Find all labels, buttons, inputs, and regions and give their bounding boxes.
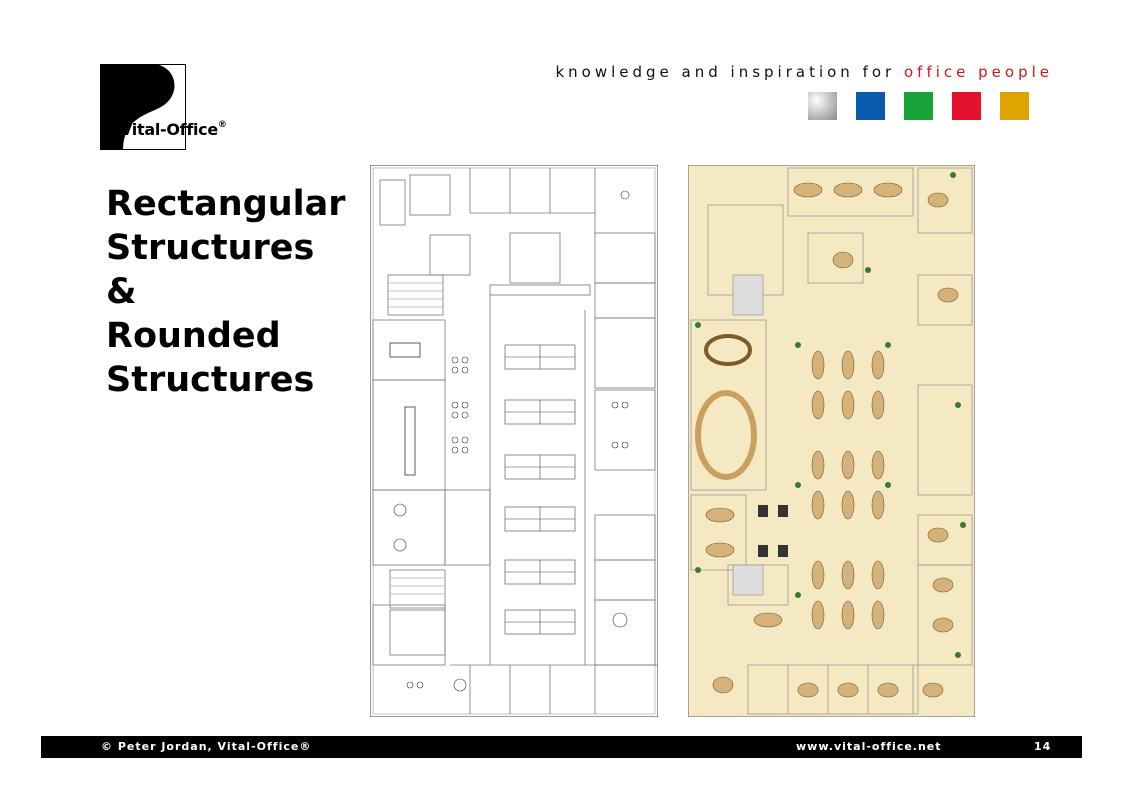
tagline: knowledge and inspiration for office peo… [555, 63, 1053, 81]
vital-office-logo [100, 64, 186, 150]
swatch-green [904, 92, 933, 120]
footer-bar: © Peter Jordan, Vital-Office® www.vital-… [41, 736, 1082, 758]
title-line-5: Structures [106, 360, 315, 400]
swatch-red [952, 92, 981, 120]
rounded-floor-plan [688, 165, 975, 717]
footer-page-number: 14 [1034, 740, 1052, 753]
footer-url[interactable]: www.vital-office.net [796, 740, 942, 753]
tagline-accent: office people [904, 63, 1053, 81]
title-line-4: Rounded [106, 316, 281, 356]
slide-title: Rectangular Structures & Rounded Structu… [106, 182, 346, 402]
footer-copyright: © Peter Jordan, Vital-Office® [101, 740, 312, 753]
swatch-silver [808, 92, 837, 120]
rectangular-floor-plan [370, 165, 658, 717]
title-line-3: & [106, 272, 137, 312]
swatch-gold [1000, 92, 1029, 120]
tagline-prefix: knowledge and inspiration for [555, 63, 896, 81]
logo-name: Vital-Office [120, 120, 218, 139]
title-line-1: Rectangular [106, 184, 346, 224]
swatch-blue [856, 92, 885, 120]
logo-wordmark: Vital-Office® [120, 120, 227, 139]
title-line-2: Structures [106, 228, 315, 268]
logo-registered-mark: ® [217, 120, 227, 130]
